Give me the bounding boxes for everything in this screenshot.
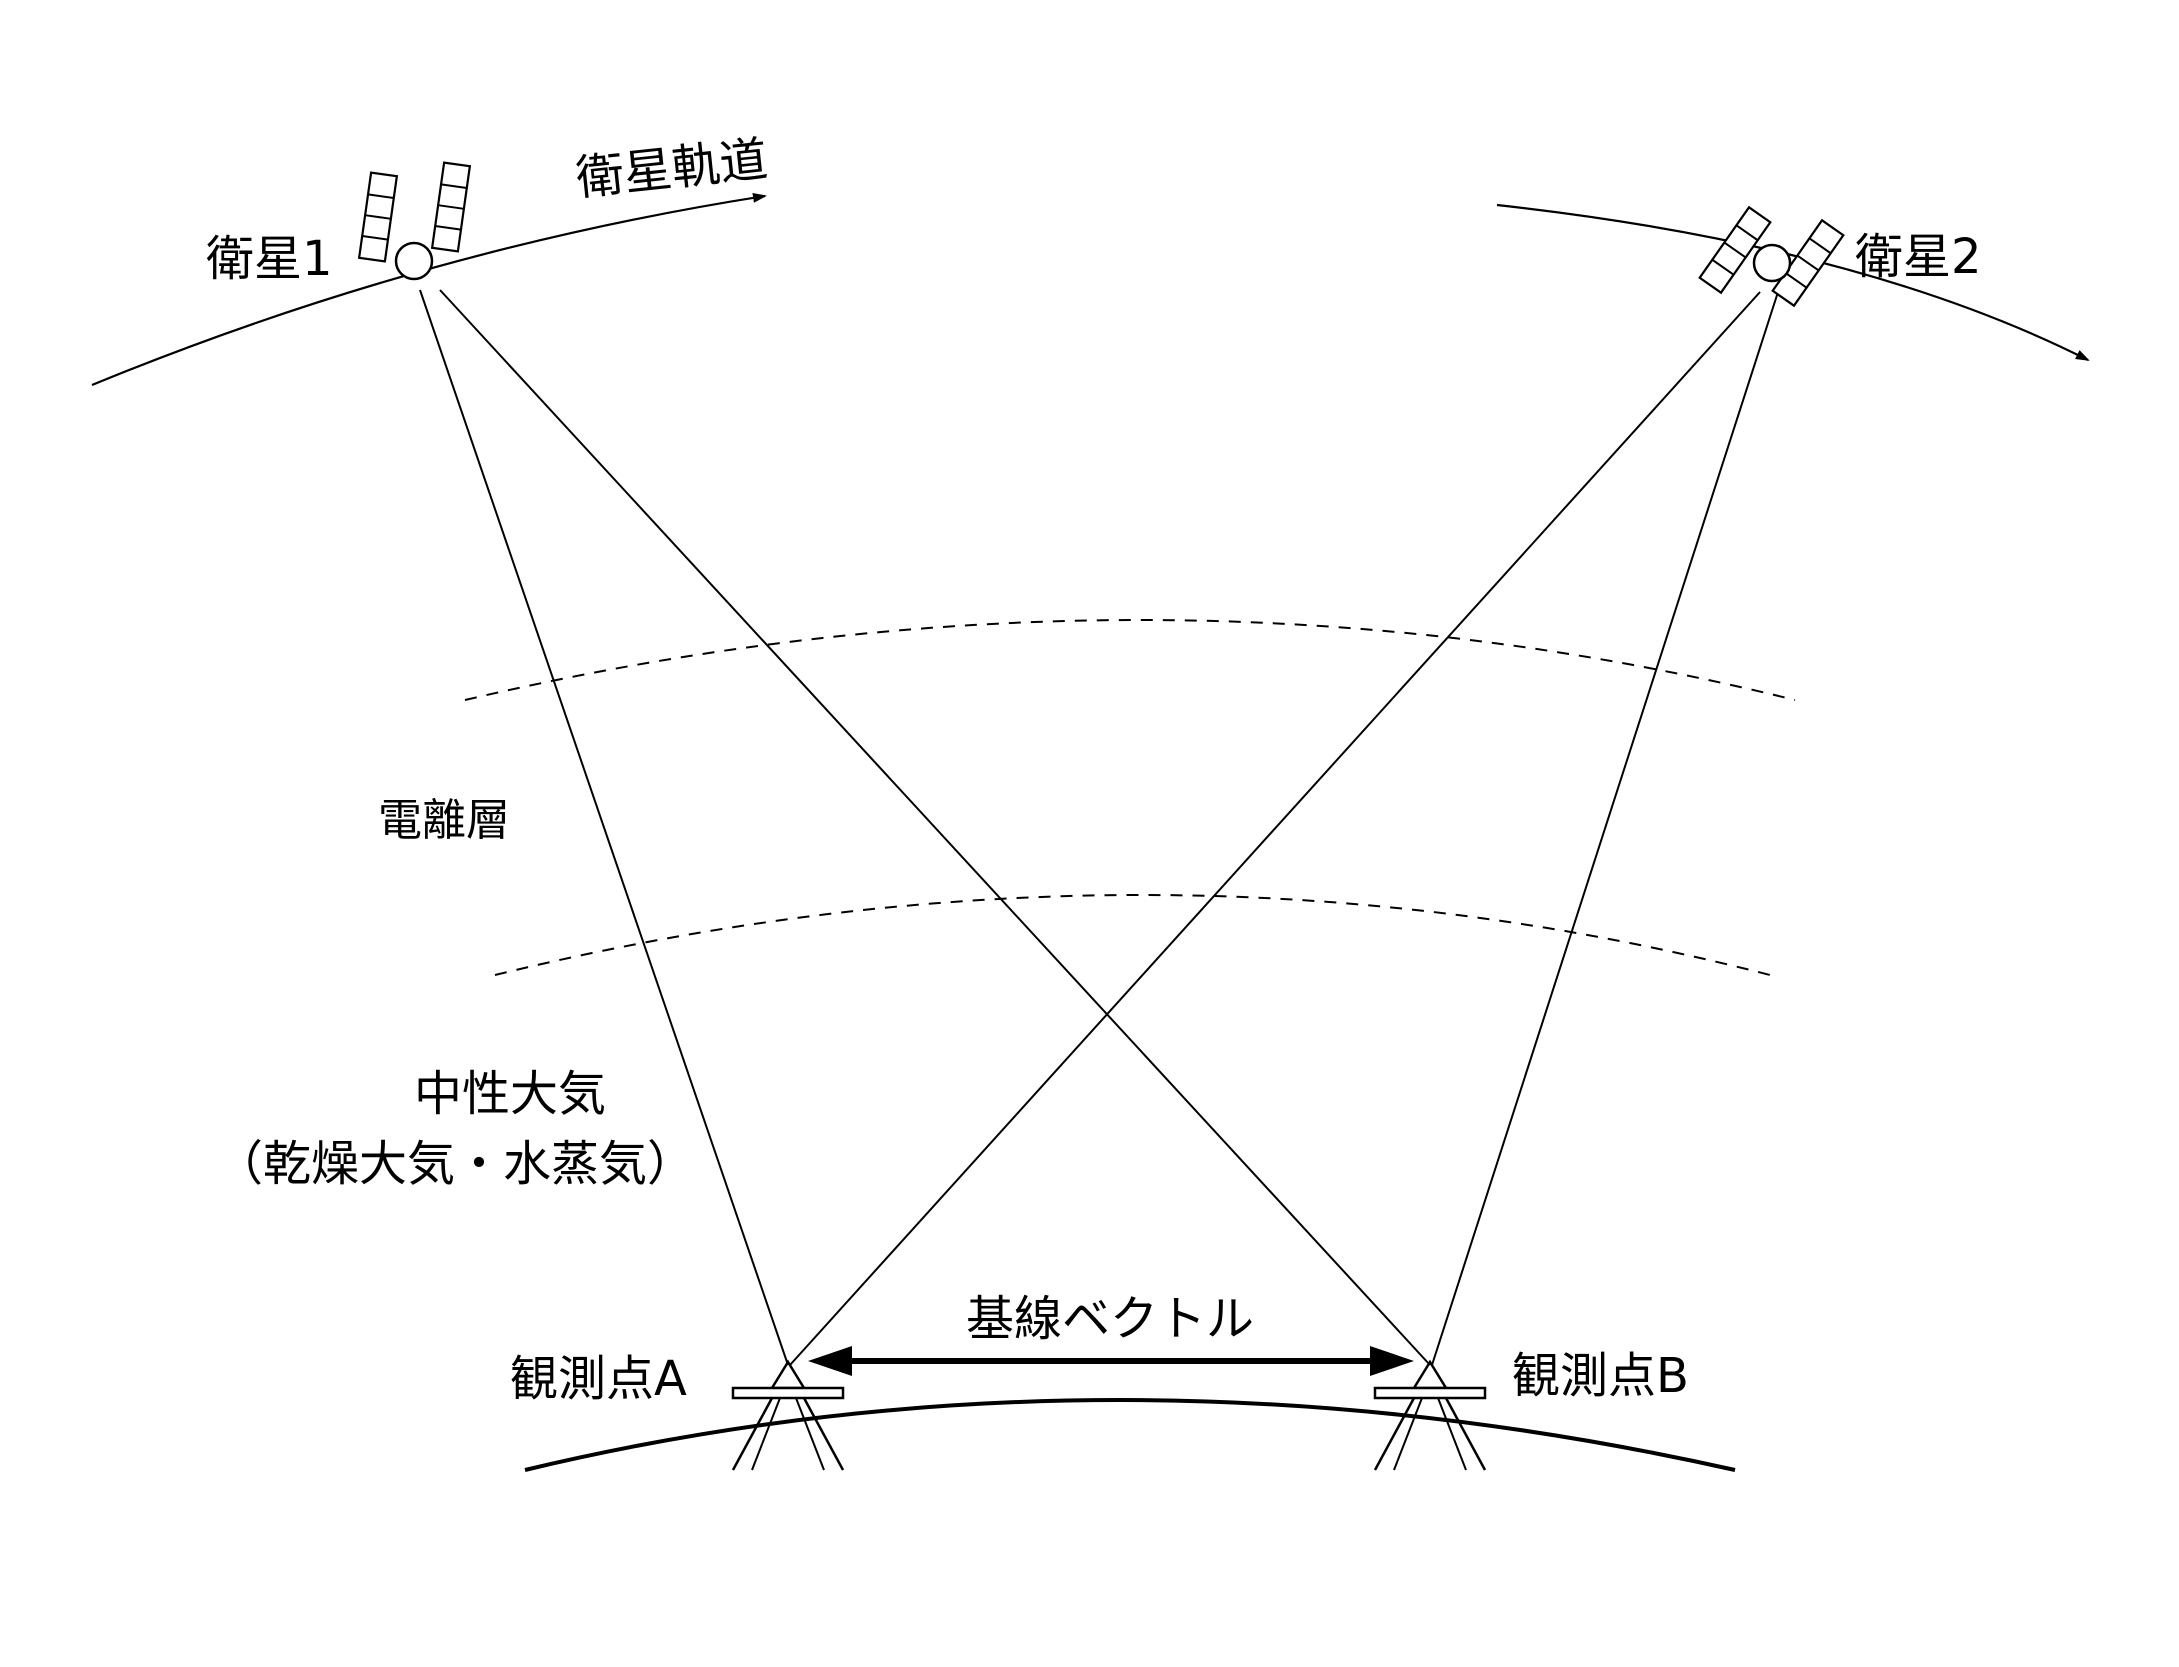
orbit-left bbox=[91, 192, 767, 387]
label-neutral-atmosphere-detail: （乾燥大気・水蒸気） bbox=[215, 1136, 695, 1192]
baseline-vector-arrow bbox=[808, 1346, 1414, 1376]
label-neutral-atmosphere: 中性大気 bbox=[414, 1066, 606, 1122]
label-satellite-orbit: 衛星軌道 bbox=[573, 131, 770, 207]
label-baseline-vector: 基線ベクトル bbox=[966, 1291, 1254, 1347]
signal-sat1-to-B bbox=[439, 289, 1431, 1366]
label-satellite-2: 衛星2 bbox=[1855, 229, 1982, 285]
signal-sat1-to-A bbox=[419, 289, 789, 1366]
orbit-right bbox=[1496, 203, 2090, 361]
station-b-icon bbox=[1373, 1359, 1487, 1471]
label-ionosphere: 電離層 bbox=[378, 795, 510, 846]
station-a-icon bbox=[731, 1359, 845, 1471]
label-point-b: 観測点B bbox=[1512, 1348, 1689, 1404]
label-point-a: 観測点A bbox=[510, 1351, 687, 1407]
signal-sat2-to-B bbox=[1431, 291, 1779, 1366]
label-satellite-1: 衛星1 bbox=[206, 231, 333, 287]
satellite-2-icon bbox=[1698, 205, 1845, 308]
ionosphere-lower-boundary bbox=[494, 894, 1771, 976]
earth-surface bbox=[524, 1398, 1736, 1472]
signal-sat2-to-A bbox=[789, 291, 1761, 1366]
ionosphere-upper-boundary bbox=[464, 619, 1796, 701]
satellite-1-icon bbox=[357, 161, 472, 281]
